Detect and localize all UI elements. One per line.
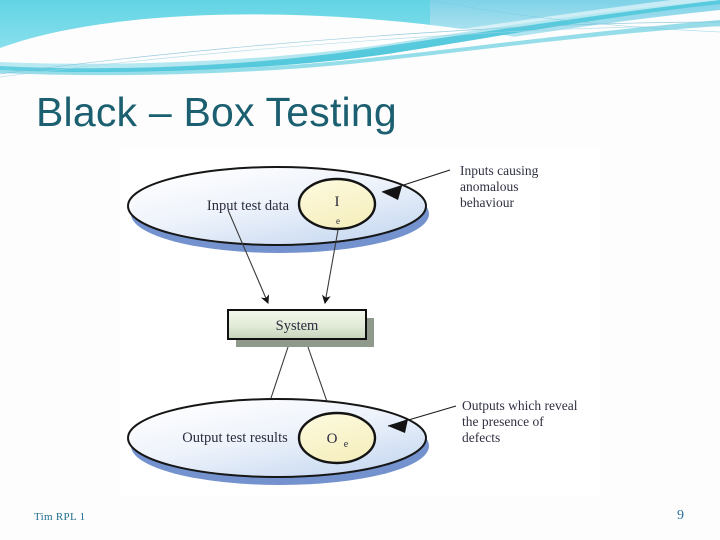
- slide-page-number: 9: [677, 508, 684, 523]
- footer-left-text: Tim RPL 1: [34, 511, 86, 523]
- top-inner-label-main: I: [335, 194, 340, 210]
- system-box-group: System: [227, 309, 374, 347]
- diagram-image: Input test data I e Inputs causing anoma…: [120, 148, 600, 496]
- system-box-label: System: [276, 318, 319, 334]
- top-annotation-line1: Inputs causing: [460, 163, 539, 178]
- top-annotation-line3: behaviour: [460, 195, 514, 210]
- bottom-inner-label-sub: e: [344, 439, 349, 450]
- top-inner-label-sub: e: [336, 216, 340, 226]
- bottom-annotation-line2: the presence of: [462, 414, 544, 429]
- bottom-annotation-line1: Outputs which reveal: [462, 398, 578, 413]
- top-ellipse-group: Input test data I e: [127, 166, 429, 253]
- slide-header-decoration: [0, 0, 720, 78]
- bottom-ellipse-label: Output test results: [182, 430, 288, 446]
- bottom-annotation-leader: [387, 405, 457, 433]
- page-title: Black – Box Testing: [36, 89, 397, 135]
- top-annotation-line2: anomalous: [460, 179, 519, 194]
- bottom-annotation-line3: defects: [462, 430, 500, 445]
- top-annotation-leader: [381, 169, 451, 200]
- bottom-ellipse-group: Output test results O e: [127, 398, 429, 485]
- top-ellipse-label: Input test data: [207, 198, 290, 214]
- bottom-inner-label-main: O: [327, 431, 338, 447]
- input-arrows: [227, 209, 339, 305]
